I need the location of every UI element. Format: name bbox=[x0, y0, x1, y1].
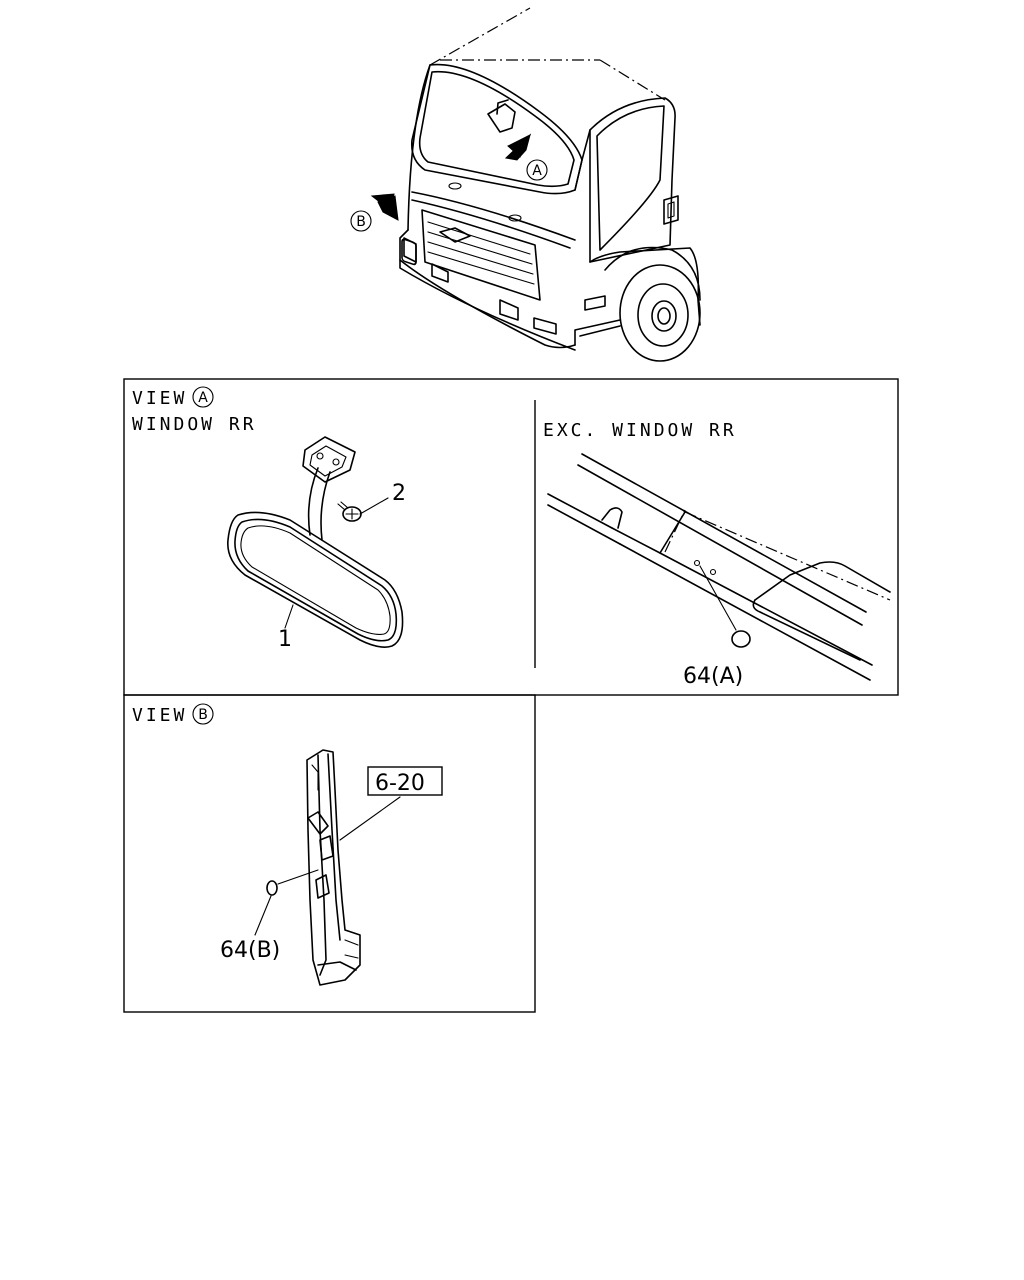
exc-window-heading: EXC. WINDOW RR bbox=[543, 420, 737, 441]
view-b-frame bbox=[123, 694, 536, 1013]
view-b-heading-marker: B bbox=[198, 707, 208, 723]
plug-b-icon bbox=[266, 880, 278, 896]
plug-a-leader bbox=[699, 565, 737, 631]
view-a-callout-label: A bbox=[532, 163, 542, 179]
rear-view-mirror-illustration bbox=[227, 436, 404, 648]
plug-a-icon bbox=[731, 630, 751, 648]
plug-b-number-leader bbox=[254, 895, 272, 936]
part-number-2: 2 bbox=[392, 481, 406, 506]
view-b-arrow-icon bbox=[370, 193, 399, 221]
mirror-leader bbox=[284, 604, 294, 629]
view-b-callout: B bbox=[350, 210, 372, 232]
part-number-64a: 64(A) bbox=[683, 664, 743, 689]
roof-panel-illustration bbox=[547, 453, 891, 681]
part-number-1: 1 bbox=[278, 627, 292, 652]
screw-leader bbox=[359, 497, 389, 515]
ref-box-label: 6-20 bbox=[375, 771, 425, 796]
plug-b-leader bbox=[277, 869, 319, 885]
view-a-arrow-icon bbox=[504, 133, 532, 161]
svg-text:VIEW: VIEW bbox=[132, 705, 187, 726]
svg-text:VIEW: VIEW bbox=[132, 388, 187, 409]
ref-box-leader bbox=[339, 796, 401, 841]
ref-box: 6-20 bbox=[367, 766, 443, 796]
view-a-subheading: WINDOW RR bbox=[132, 414, 257, 435]
screw-icon bbox=[337, 501, 362, 522]
view-a-heading: VIEW A bbox=[132, 386, 214, 409]
part-number-64b: 64(B) bbox=[220, 938, 280, 963]
view-a-heading-marker: A bbox=[198, 390, 208, 406]
truck-cab-illustration bbox=[399, 7, 701, 362]
view-b-heading: VIEW B bbox=[132, 703, 214, 726]
pillar-illustration bbox=[306, 749, 361, 986]
view-a-callout: A bbox=[526, 159, 548, 181]
view-b-callout-label: B bbox=[356, 214, 366, 230]
